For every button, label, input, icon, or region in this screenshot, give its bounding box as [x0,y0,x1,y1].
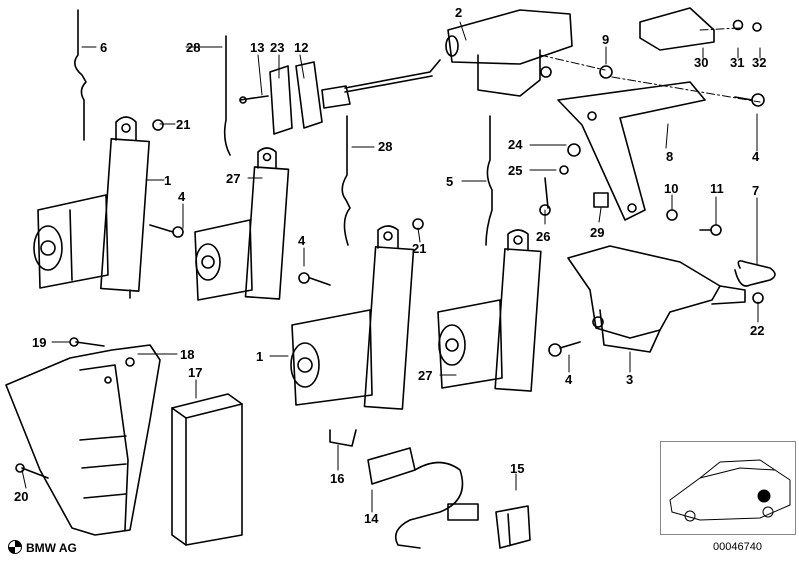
actuator-27-upper [194,147,290,301]
callout-4: 4 [178,189,186,204]
callout-27: 27 [418,368,433,383]
callout-12: 12 [294,40,309,55]
location-thumbnail [660,441,796,535]
switch-14 [329,429,479,549]
callout-28: 28 [378,139,393,154]
callout-16: 16 [330,471,345,486]
clip-15 [495,505,531,549]
callout-4: 4 [565,372,573,387]
bracket-30 [639,7,762,51]
callout-1: 1 [164,173,172,188]
brand-footer: BMW AG [8,540,77,555]
callout-11: 11 [710,181,724,196]
callout-17: 17 [188,365,203,380]
callout-21: 21 [412,241,427,256]
actuator-27-lower [437,229,542,392]
rod-6 [74,9,87,141]
callout-7: 7 [752,183,760,198]
fasteners [15,65,765,479]
car-thumbnail-icon [669,459,791,522]
bmw-logo-icon [8,540,22,554]
callout-20: 20 [14,489,29,504]
callout-31: 31 [730,55,745,70]
linkage-12-23 [239,61,351,135]
callout-25: 25 [508,163,523,178]
bracket-18 [5,344,161,536]
callout-21: 21 [176,117,191,132]
actuator-1-lower [290,225,415,410]
rod-28-left [223,35,231,156]
rod-5 [485,115,493,246]
callout-10: 10 [664,181,679,196]
callout-19: 19 [32,335,47,350]
callout-15: 15 [510,461,525,476]
callout-18: 18 [180,347,195,362]
callout-28: 28 [186,40,201,55]
callout-3: 3 [626,372,634,387]
callout-22: 22 [750,323,765,338]
document-number: 00046740 [713,541,762,553]
rod-28-center [341,115,351,246]
bracket-8 [557,81,706,221]
brand-text: BMW AG [26,541,77,555]
callout-24: 24 [508,137,523,152]
callout-4: 4 [752,149,760,164]
callout-27: 27 [226,171,241,186]
callout-29: 29 [590,225,605,240]
assembly-2-top [344,9,573,97]
callout-13: 13 [250,40,265,55]
callout-30: 30 [694,55,709,70]
callout-32: 32 [752,55,767,70]
callout-4: 4 [298,233,306,248]
clip-7 [734,260,776,287]
callout-2: 2 [455,5,463,20]
callout-9: 9 [602,32,610,47]
actuator-1-left [33,116,150,299]
callout-26: 26 [536,229,551,244]
callout-8: 8 [666,149,674,164]
leader-lines [21,21,761,513]
assembly-3-right [567,245,746,353]
callout-1: 1 [256,349,264,364]
callout-6: 6 [100,40,108,55]
callout-14: 14 [364,511,379,526]
block-17 [171,393,243,546]
callout-23: 23 [270,40,285,55]
callout-5: 5 [446,174,454,189]
